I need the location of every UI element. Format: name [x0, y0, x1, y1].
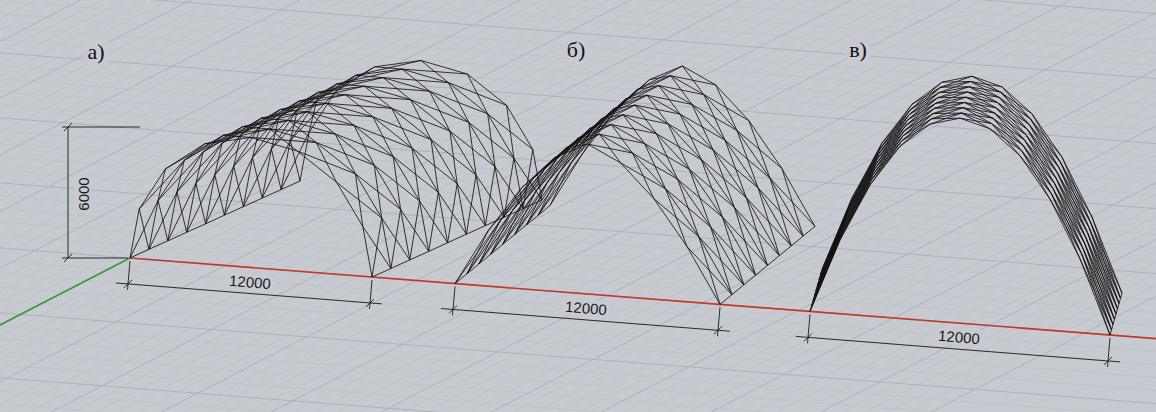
dimension-line — [449, 305, 457, 313]
dimension-line — [68, 127, 69, 258]
dimension-lines — [62, 123, 1120, 367]
pointed-vault — [455, 66, 815, 304]
parabolic-vault — [810, 76, 1122, 335]
dimension-value: 12000 — [562, 298, 611, 319]
vault-wireframes — [130, 61, 1122, 336]
dimension-line — [64, 254, 72, 262]
panel-letter: а) — [84, 40, 107, 64]
dimension-line — [124, 280, 132, 288]
dimension-line — [369, 280, 372, 309]
dimension-value: 12000 — [225, 271, 274, 292]
dimension-line — [1104, 357, 1112, 365]
dimension-line — [366, 299, 374, 307]
dimension-line — [807, 314, 810, 343]
dimension-line — [127, 261, 130, 290]
dimension-line — [714, 326, 722, 334]
y-axis — [0, 258, 130, 325]
panel-letter: в) — [846, 38, 870, 62]
circular-vault — [130, 61, 542, 278]
axes — [0, 258, 1156, 339]
dimension-line — [452, 287, 455, 316]
dimension-line — [64, 123, 72, 131]
x-axis — [130, 258, 1156, 339]
dimension-line — [62, 258, 128, 259]
dimension-line — [62, 127, 140, 128]
dimension-line — [1107, 338, 1110, 367]
panel-letter: б) — [564, 38, 589, 62]
dimension-line — [717, 307, 720, 336]
dimension-value: 12000 — [934, 327, 983, 348]
dimension-line — [804, 333, 812, 341]
dimension-value: 6000 — [75, 174, 92, 213]
